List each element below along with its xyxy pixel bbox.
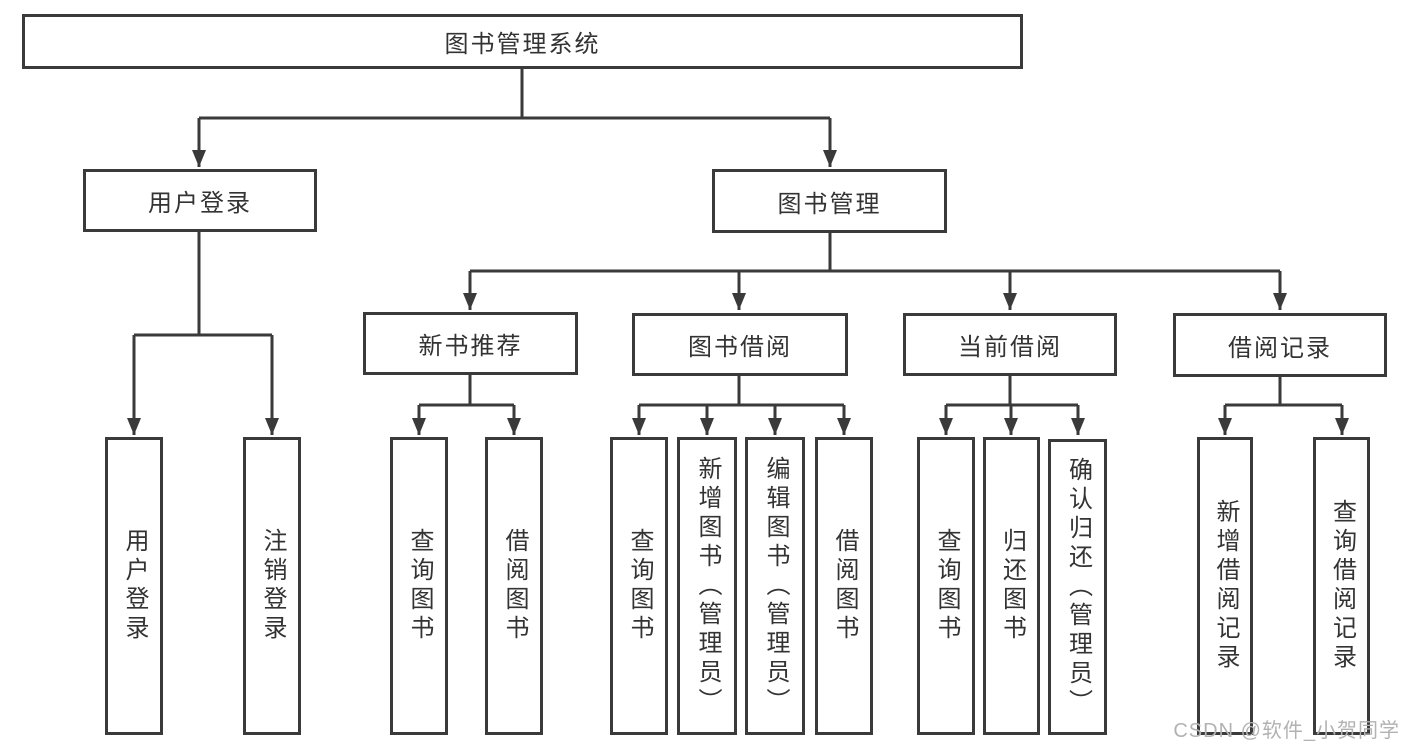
node-book-borrowing-label: 图书借阅 bbox=[688, 334, 792, 361]
node-borrowing-records-label: 借阅记录 bbox=[1228, 334, 1332, 362]
leaf-borrowing-borrow-books-label: 借阅图书 bbox=[831, 528, 858, 644]
node-user-login-label: 用户登录 bbox=[148, 190, 252, 217]
leaf-current-query-books-label: 查询图书 bbox=[933, 528, 960, 644]
leaf-user-login-label: 用户登录 bbox=[121, 528, 148, 644]
leaf-borrowing-add-books-admin: 新增图书（管理员） bbox=[677, 437, 737, 735]
leaf-records-add-record: 新增借阅记录 bbox=[1197, 437, 1253, 735]
leaf-current-confirm-return-admin-label: 确认归还（管理员） bbox=[1064, 456, 1092, 718]
leaf-newbook-query-books: 查询图书 bbox=[390, 437, 448, 735]
leaf-records-add-record-label: 新增借阅记录 bbox=[1212, 499, 1239, 673]
leaf-borrowing-edit-books-admin-label: 编辑图书（管理员） bbox=[762, 455, 789, 717]
leaf-borrowing-borrow-books: 借阅图书 bbox=[815, 437, 873, 735]
node-root-label: 图书管理系统 bbox=[444, 31, 601, 58]
leaf-records-query-record-label: 查询借阅记录 bbox=[1328, 499, 1356, 673]
leaf-newbook-query-books-label: 查询图书 bbox=[406, 528, 433, 644]
node-new-book-recommend-label: 新书推荐 bbox=[418, 333, 523, 360]
node-root: 图书管理系统 bbox=[22, 14, 1023, 69]
leaf-newbook-borrow-books: 借阅图书 bbox=[485, 437, 543, 735]
node-borrowing-records: 借阅记录 bbox=[1173, 313, 1387, 377]
node-book-management: 图书管理 bbox=[712, 169, 947, 233]
leaf-user-login: 用户登录 bbox=[105, 437, 163, 735]
leaf-records-query-record: 查询借阅记录 bbox=[1313, 437, 1370, 735]
leaf-borrowing-edit-books-admin: 编辑图书（管理员） bbox=[745, 437, 805, 735]
leaf-borrowing-add-books-admin-label: 新增图书（管理员） bbox=[694, 455, 721, 717]
node-user-login: 用户登录 bbox=[83, 169, 317, 232]
leaf-logout-label: 注销登录 bbox=[259, 528, 286, 644]
node-current-borrowing: 当前借阅 bbox=[903, 313, 1117, 376]
leaf-logout: 注销登录 bbox=[243, 437, 301, 735]
node-new-book-recommend: 新书推荐 bbox=[363, 312, 578, 375]
leaf-newbook-borrow-books-label: 借阅图书 bbox=[501, 528, 528, 644]
leaf-borrowing-query-books: 查询图书 bbox=[610, 437, 668, 735]
leaf-current-confirm-return-admin: 确认归还（管理员） bbox=[1048, 439, 1107, 735]
csdn-watermark: CSDN @软件_小贺同学 bbox=[1173, 720, 1400, 742]
leaf-borrowing-query-books-label: 查询图书 bbox=[626, 528, 653, 644]
node-book-management-label: 图书管理 bbox=[777, 190, 882, 218]
leaf-current-return-books-label: 归还图书 bbox=[998, 528, 1026, 644]
leaf-current-return-books: 归还图书 bbox=[983, 437, 1040, 735]
node-book-borrowing: 图书借阅 bbox=[632, 313, 848, 376]
leaf-current-query-books: 查询图书 bbox=[917, 437, 975, 735]
node-current-borrowing-label: 当前借阅 bbox=[958, 334, 1062, 361]
